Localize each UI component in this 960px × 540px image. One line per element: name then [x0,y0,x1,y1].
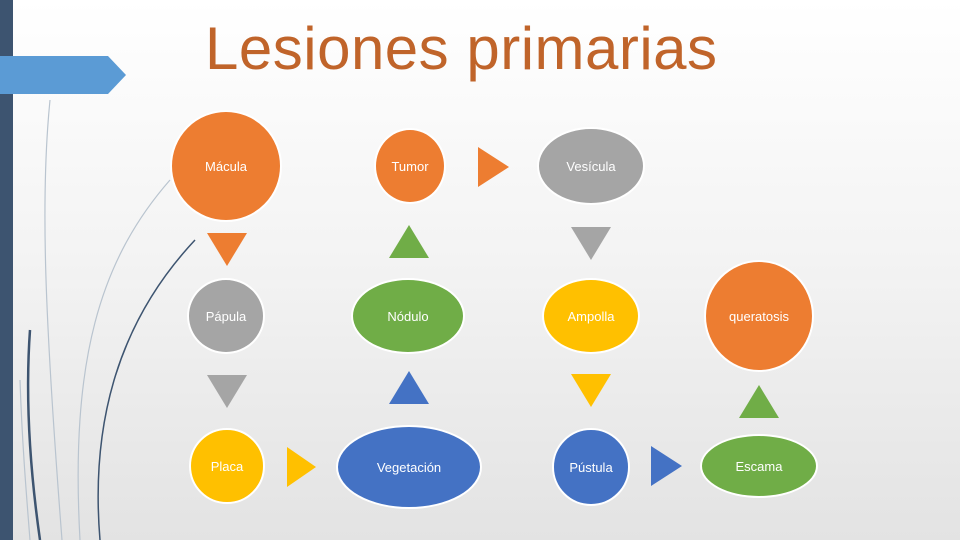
node-placa: Placa [189,428,265,504]
arrow-tab-shape [0,56,126,94]
arrow-up-escama-queratosis [739,385,779,418]
decorative-curves [19,99,196,540]
node-pustula: Pústula [552,428,630,506]
left-accent-bar [0,0,13,540]
node-queratosis: queratosis [704,260,814,372]
arrow-down-vesicula-ampolla [571,227,611,260]
node-vesicula: Vesícula [537,127,645,205]
node-tumor: Tumor [374,128,446,204]
arrow-down-papula-placa [207,375,247,408]
node-macula: Mácula [170,110,282,222]
node-ampolla: Ampolla [542,278,640,354]
arrow-up-vegetacion-nodulo [389,371,429,404]
arrow-right-tumor-vesicula [478,147,509,187]
arrow-down-macula-papula [207,233,247,266]
node-vegetacion: Vegetación [336,425,482,509]
arrow-up-nodulo-tumor [389,225,429,258]
arrow-right-placa-vegetacion [287,447,316,487]
slide-title: Lesiones primarias [205,15,718,82]
node-papula: Pápula [187,278,265,354]
arrow-right-pustula-escama [651,446,682,486]
node-escama: Escama [700,434,818,498]
arrow-down-ampolla-pustula [571,374,611,407]
node-nodulo: Nódulo [351,278,465,354]
